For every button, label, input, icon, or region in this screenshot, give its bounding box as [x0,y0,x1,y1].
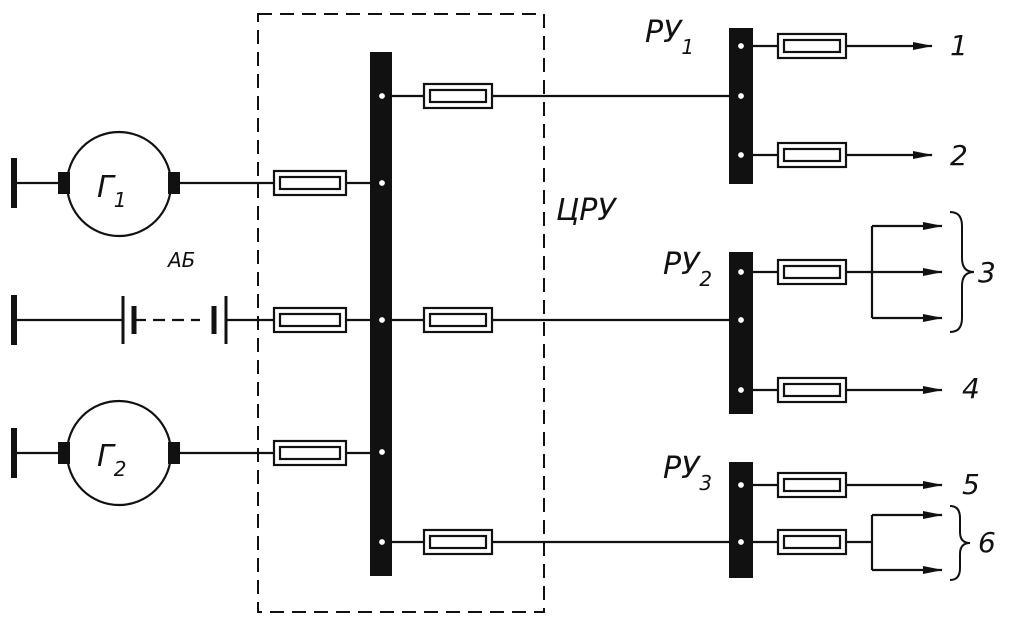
output-3-label: 3 [978,256,996,289]
fuse-battery [272,306,348,334]
fuse-gen1 [272,169,348,197]
ru3-group [729,462,971,581]
central-busbar [370,52,392,576]
ru1-group [729,28,933,184]
central-panel-label: ЦРУ [556,193,617,228]
feeder-ru2 [386,306,735,334]
ru1-label: РУ1 [645,15,694,59]
output-5-label: 5 [962,468,980,501]
fuse-gen2 [272,439,348,467]
output-4-label: 4 [962,372,980,405]
feeder-ru1 [376,82,735,110]
generator-1 [11,130,388,238]
generator-2 [11,399,388,507]
central-panel-boundary [257,13,545,613]
output-1-label: 1 [950,29,968,62]
ru2-group [729,211,975,414]
output-2-label: 2 [950,139,968,172]
ru2-label: РУ2 [663,247,712,291]
feeder-ru3 [376,528,735,556]
battery [11,295,388,345]
output-6-label: 6 [978,526,996,559]
battery-label: АБ [166,248,195,272]
gen2-label: Г2 [97,439,126,481]
ru3-label: РУ3 [663,451,712,495]
gen1-label: Г1 [97,170,126,212]
